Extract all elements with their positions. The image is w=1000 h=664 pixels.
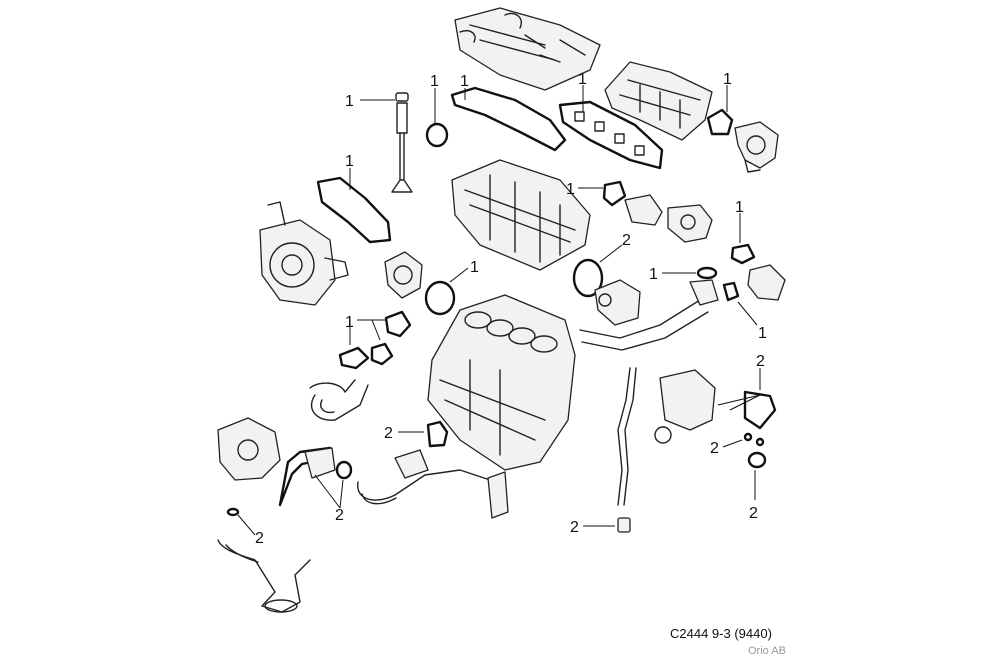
head-o-ring: [572, 258, 604, 298]
callout-head-o-ring: 2: [622, 232, 631, 249]
callout-block-plate-gasket: 2: [384, 425, 393, 442]
oil-cooler-seal-b: [755, 437, 765, 447]
egr-cooler-outlet: [747, 264, 786, 301]
oil-pickup: [217, 539, 311, 613]
egr-valve: [602, 180, 713, 243]
intake-manifold: [604, 61, 713, 141]
callout-egr-gasket: 1: [566, 181, 575, 198]
exhaust-manifold-gasket: [316, 176, 392, 244]
thermostat-gasket: [696, 266, 718, 280]
callout-throttle-gasket: 1: [723, 71, 732, 88]
oil-return-pipe: [309, 379, 369, 421]
intake-manifold-gasket: [558, 100, 664, 170]
callout-pipe-gasket-right: 1: [758, 325, 767, 342]
callout-turbo-gaskets: 1: [345, 314, 354, 331]
callout-water-pump-o-ring: 1: [470, 259, 479, 276]
drain-plug: [617, 517, 631, 533]
throttle-gasket: [706, 108, 734, 136]
dipstick-tube: [617, 367, 637, 506]
callout-cam-cover-gasket: 1: [460, 73, 469, 90]
callout-oil-cooler-seals: 2: [710, 440, 719, 457]
oil-cooler: [654, 369, 716, 444]
callout-intake-gasket: 1: [578, 71, 587, 88]
callout-o-ring-top: 1: [430, 73, 439, 90]
callout-oil-filter-gasket: 2: [335, 507, 344, 524]
pipe-gasket-right: [722, 281, 740, 302]
throttle-body: [734, 121, 779, 173]
callout-pickup-o-ring: 2: [255, 530, 264, 547]
callout-oil-cooler-o-ring: 2: [749, 505, 758, 522]
seal-ring: [335, 460, 353, 480]
oil-cooler-o-ring: [747, 451, 767, 469]
turbo-gasket-a: [384, 310, 412, 338]
cam-cover-gasket: [450, 86, 567, 152]
egr-gasket-right: [730, 243, 756, 265]
turbo-gasket-b: [338, 346, 370, 370]
leader-lines: [237, 85, 761, 536]
oil-pipe-bracket: [304, 447, 336, 479]
callout-oil-pump-gasket: 2: [756, 353, 765, 370]
cam-cover: [454, 7, 601, 91]
water-pump-o-ring: [424, 280, 456, 316]
oil-cooler-gasket: [743, 390, 777, 430]
turbocharger: [259, 201, 349, 306]
diagram-caption: C2444 9-3 (9440): [670, 626, 772, 641]
callout-thermostat-gasket: 1: [649, 266, 658, 283]
water-pump: [384, 251, 423, 299]
callout-valve-seal: 1: [345, 93, 354, 110]
callout-labels: 1 1 1 1 1 1 1 2 1 1 1 1 1 2 2 2 2 2 2 2: [255, 71, 767, 547]
egr-pipe: [579, 279, 719, 351]
o-ring-top: [425, 122, 449, 148]
thermostat-housing: [594, 279, 641, 326]
callout-drain-plug: 2: [570, 519, 579, 536]
oil-cooler-seal-a: [743, 432, 753, 442]
coolant-pipe: [357, 449, 509, 519]
callout-cooler-gasket-right: 1: [735, 199, 744, 216]
diagram-credit: Orio AB: [748, 645, 786, 657]
turbo-gasket-c: [370, 342, 394, 366]
block-plate-gasket: [426, 420, 449, 448]
cylinder-head: [451, 159, 591, 271]
pickup-o-ring: [226, 507, 240, 517]
valve: [391, 92, 413, 193]
callout-exhaust-gasket: 1: [345, 153, 354, 170]
oil-filter-housing: [217, 417, 281, 481]
cylinder-block: [427, 294, 576, 471]
